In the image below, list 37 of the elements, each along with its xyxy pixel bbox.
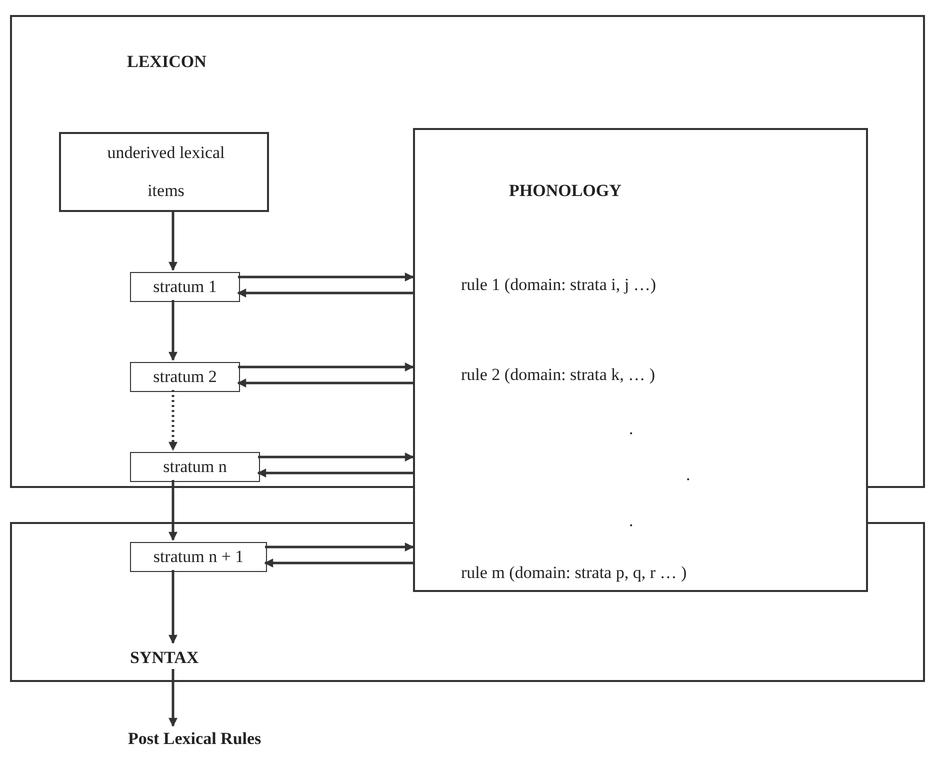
stratum-box [130,362,240,392]
arrow [238,272,414,282]
stratum-box [130,542,267,572]
node-text: rule 1 (domain: strata i, j …) [461,274,657,296]
arrow [168,669,178,727]
arrow [237,378,413,388]
heading: LEXICON [127,51,208,73]
arrow [168,570,178,644]
arrow [168,210,178,271]
lexicon-box [10,15,925,488]
node-text: underived lexical items [106,142,226,202]
ellipsis-dot: . [629,512,634,529]
arrow [264,558,413,568]
arrow [168,390,178,451]
arrow [258,452,414,462]
node-text: stratum 1 [153,276,217,298]
heading: Post Lexical Rules [128,728,262,750]
arrow [237,288,413,298]
arrow [257,468,413,478]
node-text: stratum 2 [153,366,217,388]
arrow [265,542,414,552]
node-text: rule 2 (domain: strata k, … ) [461,364,656,386]
node-text: rule m (domain: strata p, q, r … ) [461,562,688,584]
heading: PHONOLOGY [509,180,622,202]
ellipsis-dot: . [629,420,634,437]
ellipsis-dot: . [686,466,690,483]
postlexical-box [10,522,413,682]
heading: SYNTAX [130,647,200,669]
node-text: stratum n + 1 [153,546,244,568]
stratum-box [130,452,260,482]
arrow [238,362,414,372]
phonology-box [413,128,868,592]
node-text: stratum n [163,456,227,478]
stratum-box [130,272,240,302]
process-box [59,132,269,212]
arrow [168,480,178,541]
arrow [168,300,178,361]
